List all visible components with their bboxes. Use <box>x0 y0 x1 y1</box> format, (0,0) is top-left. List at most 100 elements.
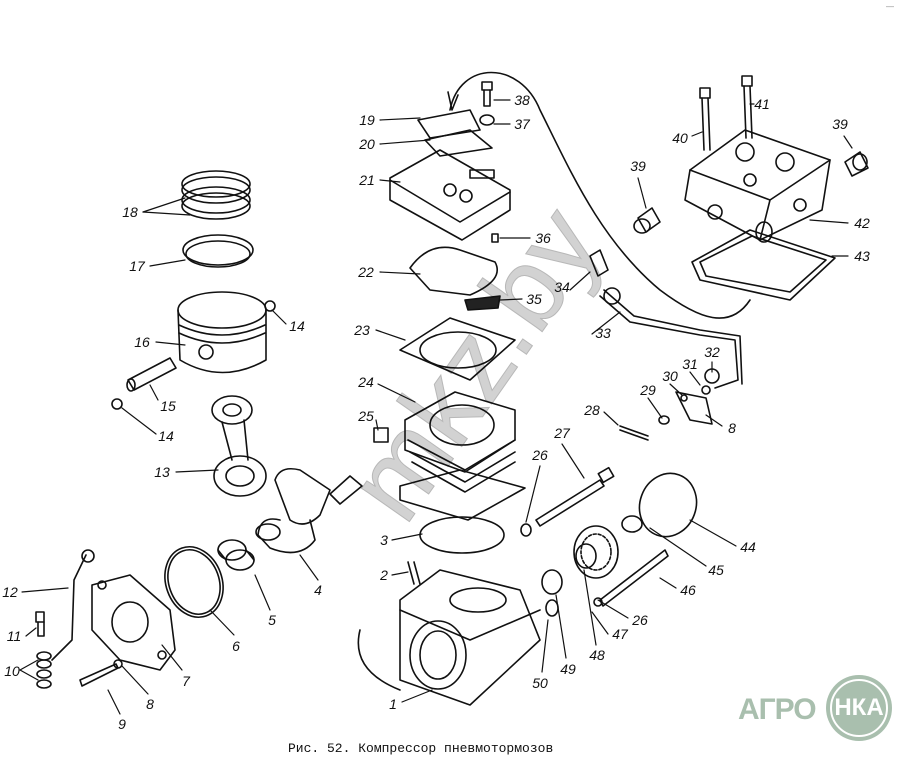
circlip-14b <box>111 398 123 410</box>
callout-12: 12 <box>2 584 18 600</box>
stud-2 <box>407 561 421 585</box>
callout-19: 19 <box>359 112 375 128</box>
fitting-34 <box>589 249 621 305</box>
circlip-14 <box>264 300 276 312</box>
callout-14: 14 <box>289 318 305 334</box>
plate-19 <box>417 109 481 139</box>
piston-rings <box>181 170 254 268</box>
logo-text-right: НКА <box>830 679 888 737</box>
callout-4: 4 <box>314 582 322 598</box>
crankshaft <box>255 467 363 554</box>
reed-35 <box>464 295 501 311</box>
callout-46: 46 <box>680 582 696 598</box>
bearing-5 <box>217 539 255 571</box>
callout-41: 41 <box>754 96 770 112</box>
pin-36 <box>491 233 499 243</box>
pipe-33 <box>599 295 739 389</box>
callout-10: 10 <box>4 663 20 679</box>
piston <box>177 291 267 374</box>
callout-5: 5 <box>268 612 276 628</box>
leader-lines <box>19 99 853 715</box>
bolt-9 <box>79 659 123 687</box>
callout-24: 24 <box>358 374 374 390</box>
callout-2: 2 <box>380 567 388 583</box>
valve-plate-21 <box>389 149 511 241</box>
callout-20: 20 <box>359 136 375 152</box>
head-gasket-23 <box>399 317 516 381</box>
logo-circle: НКА <box>826 675 892 741</box>
callout-28: 28 <box>584 402 600 418</box>
gasket-22 <box>409 246 498 296</box>
callout-39: 39 <box>832 116 848 132</box>
callout-7: 7 <box>182 673 190 689</box>
cylinder-head-42 <box>684 129 831 243</box>
callout-3: 3 <box>380 532 388 548</box>
callout-43: 43 <box>854 248 870 264</box>
figure-caption: Рис. 52. Компрессор пневмотормозов <box>288 741 554 756</box>
nut-45 <box>621 515 643 533</box>
o-ring-6 <box>164 546 224 618</box>
washer-47 <box>593 597 603 607</box>
callout-13: 13 <box>154 464 170 480</box>
plug-39a <box>633 207 661 234</box>
callout-26: 26 <box>632 612 648 628</box>
callout-36: 36 <box>535 230 551 246</box>
bolt-38 <box>481 81 493 107</box>
callout-34: 34 <box>554 279 570 295</box>
callout-30: 30 <box>662 368 678 384</box>
washer-26 <box>520 523 532 537</box>
flange-30 <box>675 391 713 425</box>
callout-47: 47 <box>612 626 628 642</box>
washer-31 <box>701 385 711 395</box>
callout-8: 8 <box>728 420 736 436</box>
callout-14: 14 <box>158 428 174 444</box>
callout-18: 18 <box>122 204 138 220</box>
gear-48 <box>573 525 619 579</box>
callout-21: 21 <box>359 172 375 188</box>
oil-line-curve <box>449 71 751 319</box>
callout-27: 27 <box>554 425 570 441</box>
callout-17: 17 <box>129 258 145 274</box>
callout-31: 31 <box>682 356 698 372</box>
plug-39b <box>844 151 869 177</box>
o-ring-3 <box>419 516 505 554</box>
callout-40: 40 <box>672 130 688 146</box>
bolt-40 <box>699 87 711 151</box>
logo-text-left: АГРО <box>738 693 817 726</box>
ring-50 <box>545 599 559 617</box>
gasket-20 <box>424 129 493 157</box>
callout-25: 25 <box>358 408 374 424</box>
bushing-49 <box>541 569 563 595</box>
callout-1: 1 <box>389 696 397 712</box>
callout-29: 29 <box>640 382 656 398</box>
callout-32: 32 <box>704 344 720 360</box>
cylinder-block-24 <box>399 391 526 521</box>
callout-44: 44 <box>740 539 756 555</box>
bolt-41 <box>741 75 753 139</box>
callout-6: 6 <box>232 638 240 654</box>
oil-tube-12 <box>51 554 87 661</box>
callout-42: 42 <box>854 215 870 231</box>
bushing-37 <box>479 114 495 126</box>
washer-29 <box>658 415 670 425</box>
callout-39: 39 <box>630 158 646 174</box>
o-ring-44 <box>638 472 698 538</box>
callout-15: 15 <box>160 398 176 414</box>
bolt-11 <box>35 611 45 637</box>
nut-25 <box>373 427 389 443</box>
corner-mark: — <box>886 2 894 11</box>
callout-22: 22 <box>358 264 374 280</box>
callout-50: 50 <box>532 675 548 691</box>
agronka-logo: АГРО НКА <box>738 675 894 745</box>
head-gasket-43 <box>691 229 836 301</box>
through-bolt-27 <box>535 466 615 527</box>
connecting-rod <box>211 395 267 497</box>
callout-38: 38 <box>514 92 530 108</box>
callout-11: 11 <box>6 628 22 644</box>
callout-33: 33 <box>595 325 611 341</box>
callout-8: 8 <box>146 696 154 712</box>
callout-48: 48 <box>589 647 605 663</box>
end-cover-7 <box>91 574 176 671</box>
callout-9: 9 <box>118 716 126 732</box>
